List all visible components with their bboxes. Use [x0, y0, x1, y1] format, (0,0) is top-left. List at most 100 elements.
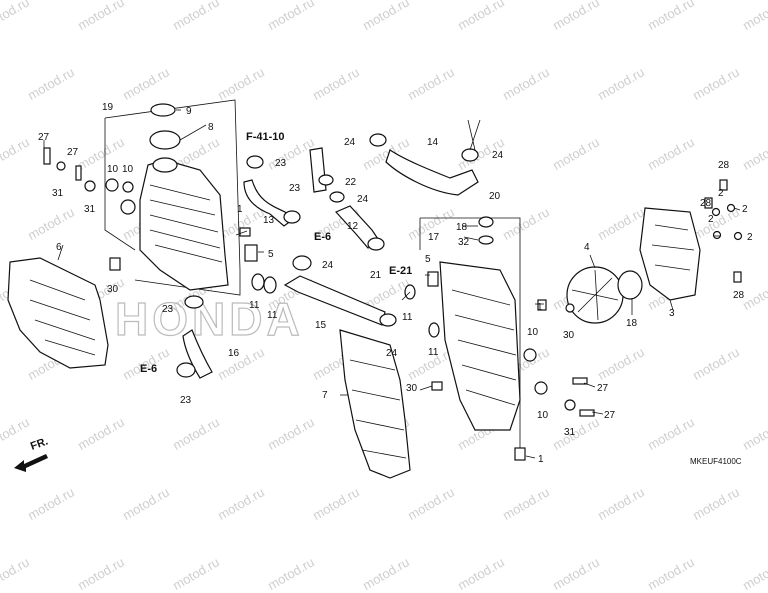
grommet-part-11-b: [263, 276, 277, 294]
label-part-31-right: 31: [564, 427, 576, 438]
label-part-2-c: 2: [708, 214, 714, 225]
fan-blade-lines: [571, 269, 619, 321]
clip-part-29-right: [431, 381, 443, 391]
washer-part-31-left: [84, 180, 96, 192]
label-part-31-left-a: 31: [52, 188, 64, 199]
washer-part-10b-left: [122, 181, 134, 193]
clamp-part-24-low: [176, 362, 196, 378]
nut-part-2-b: [726, 203, 736, 213]
label-part-25-low: 24: [386, 348, 398, 359]
filler-neck: [152, 157, 178, 173]
label-part-10-right-b: 10: [537, 410, 549, 421]
label-part-2-d: 2: [747, 232, 753, 243]
diagram-code: MKEUF4100C: [690, 457, 742, 466]
group-bracket-20: [104, 99, 241, 296]
label-part-7: 7: [322, 390, 328, 401]
label-part-10-left-b: 10: [122, 164, 134, 175]
left-shroud-ribs: [29, 279, 96, 356]
gasket-part-18: [478, 216, 494, 228]
clamp-part-25-top: [369, 133, 387, 147]
label-part-24-top: 23: [275, 158, 287, 169]
clamp-part-24-hose: [283, 210, 301, 224]
label-part-27-left-b: 27: [67, 147, 79, 158]
grommet-part-1-right: [537, 299, 547, 311]
hose-part-14: [385, 149, 479, 196]
ref-e21: E-21: [389, 265, 412, 277]
label-part-25-top: 24: [344, 137, 356, 148]
center-shroud-part-7: [339, 329, 411, 479]
cap-gasket-part-9: [150, 103, 176, 117]
washer-part-31b-left: [56, 161, 66, 171]
radiator-cap-part-8: [149, 130, 181, 150]
label-part-29-right: 30: [406, 383, 418, 394]
fan-motor-part-19: [617, 270, 643, 300]
clamp-part-24-mid: [184, 295, 204, 309]
label-part-22: 21: [370, 270, 382, 281]
nut-part-2-c: [712, 230, 722, 240]
label-part-11-d: 11: [428, 347, 439, 358]
bolt-part-27-right-a: [572, 377, 588, 385]
label-part-25-mid: 24: [357, 194, 369, 205]
center-shroud-ribs: [349, 359, 407, 459]
label-part-9: 9: [186, 106, 192, 117]
ref-e6-top: E-6: [314, 231, 331, 243]
bracket-part-5-left: [244, 244, 258, 262]
hose-part-16: [182, 329, 213, 379]
label-part-3: 3: [669, 308, 675, 319]
label-part-24-hose: 23: [289, 183, 301, 194]
direction-label: FR.: [29, 435, 50, 452]
group-bracket-21: [420, 217, 521, 455]
gasket-part-32: [478, 235, 494, 245]
label-part-1-bottom: 1: [538, 454, 544, 465]
label-part-14: 14: [427, 137, 439, 148]
hose-part-23-pipe: [309, 147, 327, 193]
label-part-29-left: 30: [107, 284, 119, 295]
label-part-17: 17: [428, 232, 440, 243]
left-radiator-part-20: [139, 159, 229, 291]
label-part-27-left-a: 27: [38, 132, 50, 143]
grommet-part-10-right: [523, 348, 537, 362]
label-part-15: 15: [315, 320, 327, 331]
label-part-21: 20: [489, 191, 501, 202]
collar-part-10-right: [534, 381, 548, 395]
grommet-part-10-left: [120, 199, 136, 215]
direction-arrow-icon: [14, 454, 48, 472]
label-part-30: 30: [563, 330, 575, 341]
label-part-28-mid: 28: [700, 198, 712, 209]
bolt-part-28-mid: [704, 197, 713, 209]
label-part-13: 13: [263, 215, 275, 226]
label-part-31-left-b: 31: [84, 204, 96, 215]
group-bracket-20b: [104, 118, 136, 251]
bolt-part-27b-left: [75, 165, 82, 181]
label-part-1-right: 1: [537, 302, 543, 313]
label-part-23: 22: [345, 177, 357, 188]
clamp-part-25-low: [379, 313, 397, 327]
label-part-2-a: 2: [718, 188, 724, 199]
clamp-part-23: [318, 174, 334, 186]
bracket-part-5-right: [427, 271, 439, 287]
clamp-part-25-left: [292, 255, 312, 271]
label-part-6: 6: [56, 242, 62, 253]
clamp-part-24-top: [246, 155, 264, 169]
fan-shroud-ribs: [651, 224, 695, 271]
label-part-19: 18: [626, 318, 638, 329]
ref-e6-left: E-6: [140, 363, 157, 375]
nut-part-30: [565, 303, 575, 313]
label-part-12: 12: [347, 221, 359, 232]
leader-lines: [43, 109, 741, 459]
clamp-part-25-mid: [329, 191, 345, 203]
label-part-24-mid: 23: [162, 304, 174, 315]
label-part-24-low: 23: [180, 395, 192, 406]
clamp-part-25-right: [461, 148, 479, 162]
clip-part-29-left: [109, 257, 121, 271]
nut-part-2-a: [711, 207, 721, 217]
washer-part-31-right: [564, 399, 576, 411]
clamp-part-22: [367, 237, 385, 251]
grommet-part-1-bottom: [514, 447, 526, 461]
collar-part-10-left: [105, 178, 119, 192]
label-part-2-b: 2: [742, 204, 748, 215]
label-part-8: 8: [208, 122, 214, 133]
label-part-1-left: 1: [237, 204, 243, 215]
label-part-11-b: 11: [267, 310, 278, 321]
